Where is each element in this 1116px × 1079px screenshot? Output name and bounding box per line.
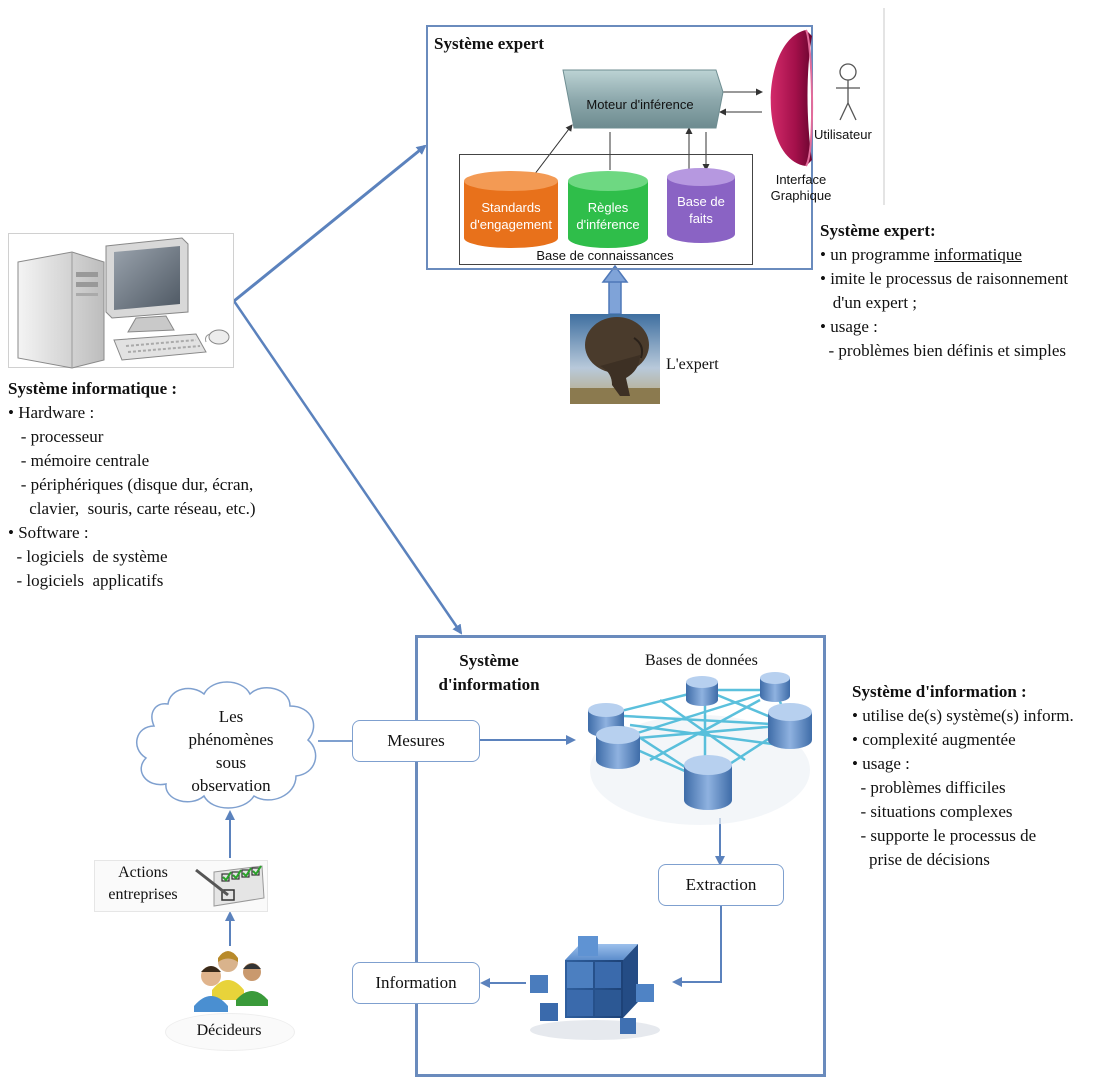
information-system-title: Système d'information [438,651,540,694]
knowledge-base-frame [459,154,753,265]
expert-notes-line-1: • un programme informatique [820,243,1022,267]
deciders-label: Décideurs [196,1022,262,1039]
info-notes-line: - problèmes difficiles [852,778,1006,797]
interface-label: Interface Graphique [770,172,832,203]
expert-notes-title: Système expert: [820,221,936,240]
arrow-to-expert-system [233,144,427,303]
info-notes-line: - situations complexes [852,802,1013,821]
info-notes-title: Système d'information : [852,682,1027,701]
computer-system-line: • Software : [8,523,89,542]
user-label: Utilisateur [814,127,872,142]
inference-engine-label: Moteur d'inférence [586,97,694,112]
cylinder-standards: Standards d'engagement [470,200,552,232]
info-notes-line: • utilise de(s) système(s) inform. [852,706,1074,725]
deciders-ellipse [165,1013,295,1051]
expert-notes-list: • imite le processus de raisonnement d'u… [820,267,1068,363]
computer-system-list: • Hardware : - processeur - mémoire cent… [8,401,256,593]
expert-notes-prefix: • un programme [820,245,935,264]
info-notes-line: prise de décisions [852,850,990,869]
expert-label: L'expert [666,356,719,373]
cylinder-facts: Base de faits [677,194,725,226]
info-notes-line: • complexité augmentée [852,730,1016,749]
computer-image-frame [8,233,234,368]
computer-system-line: • Hardware : [8,403,95,422]
info-notes-line: - supporte le processus de [852,826,1037,845]
info-notes-list: • utilise de(s) système(s) inform. • com… [852,704,1074,872]
arrow-to-information-system [232,300,463,635]
databases-label: Bases de données [645,652,758,669]
computer-system-line: - processeur [8,427,104,446]
measures-box: Mesures [352,720,480,762]
information-system-box [415,635,826,1077]
computer-system-line: - logiciels de système [8,547,168,566]
computer-system-line: - logiciels applicatifs [8,571,164,590]
knowledge-base-label: Base de connaissances [536,248,674,263]
extraction-box: Extraction [658,864,784,906]
expert-notes-line: • imite le processus de raisonnement [820,269,1069,288]
expert-notes-line: • usage : [820,317,878,336]
arrow-extraction-to-cube [672,905,722,987]
computer-system-line: - périphériques (disque dur, écran, [8,475,254,494]
info-notes-line: • usage : [852,754,910,773]
informatique-link[interactable]: informatique [934,245,1022,264]
information-box: Information [352,962,480,1004]
actions-label: Actions entreprises [108,864,178,903]
computer-system-title: Système informatique : [8,379,178,398]
expert-notes-line: d'un expert ; [820,293,918,312]
expert-system-title: Système expert [434,34,544,53]
computer-system-line: clavier, souris, carte réseau, etc.) [8,499,256,518]
cylinder-rules: Règles d'inférence [576,200,640,232]
arrow-expert-to-kb [601,264,629,283]
computer-system-line: - mémoire centrale [8,451,150,470]
phenomena-label: Les phénomènes sous observation [188,707,274,795]
expert-notes-line: - problèmes bien définis et simples [820,341,1066,360]
